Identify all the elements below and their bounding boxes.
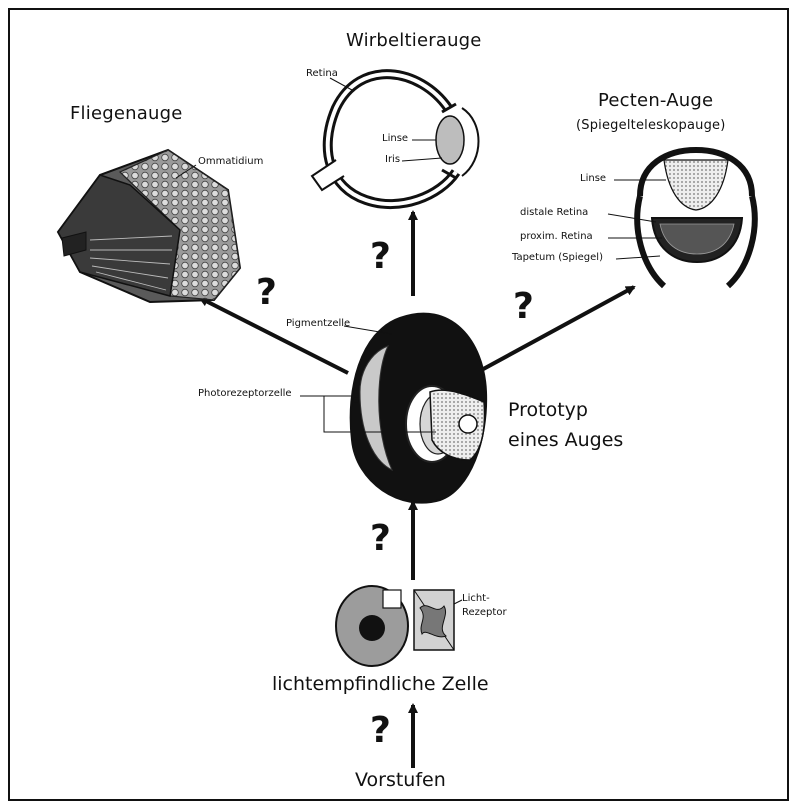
prototype-title-line2: eines Auges — [508, 428, 623, 454]
photoreceptor-cell-label: Photorezeptorzelle — [198, 388, 292, 399]
question-mark-fly: ? — [256, 272, 277, 313]
question-mark-prototype: ? — [370, 518, 391, 559]
proximal-retina-label: proxim. Retina — [520, 231, 593, 242]
pecten-eye-illustration — [608, 150, 755, 286]
pigment-cell-label: Pigmentzelle — [286, 318, 350, 329]
question-mark-pecten: ? — [513, 286, 534, 327]
question-mark-vertebrate: ? — [370, 236, 391, 277]
retina-label: Retina — [306, 68, 338, 79]
cell-title: lichtempfindliche Zelle — [272, 672, 489, 698]
lens-label-pecten: Linse — [580, 173, 606, 184]
distal-retina-label: distale Retina — [520, 207, 588, 218]
pecten-eye-subtitle: (Spiegelteleskopauge) — [576, 118, 726, 133]
fly-eye-title: Fliegenauge — [70, 103, 182, 124]
light-receptor-label-1: Licht- — [462, 593, 490, 604]
prototype-eye-illustration — [300, 314, 486, 503]
pecten-eye-title: Pecten-Auge — [598, 90, 713, 111]
iris-label: Iris — [385, 154, 400, 165]
arrow-to-pecten-eye — [476, 287, 634, 373]
vertebrate-eye-title: Wirbeltierauge — [346, 30, 482, 51]
prototype-title-line1: Prototyp — [508, 398, 588, 424]
lens-label-vertebrate: Linse — [382, 133, 408, 144]
question-mark-cell: ? — [370, 710, 391, 751]
fly-eye-illustration — [58, 150, 240, 302]
precursors-title: Vorstufen — [355, 768, 446, 794]
ommatidium-label: Ommatidium — [198, 156, 263, 167]
light-sensitive-cell-illustration — [336, 586, 462, 666]
light-receptor-label-2: Rezeptor — [462, 607, 507, 618]
tapetum-label: Tapetum (Spiegel) — [512, 252, 603, 263]
